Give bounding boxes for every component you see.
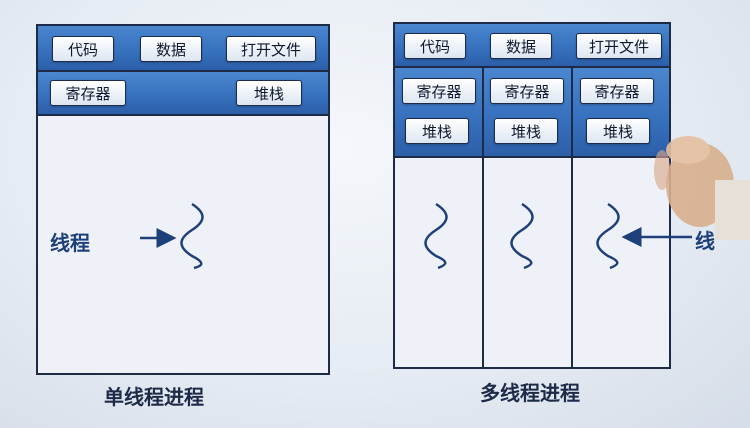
single-thread-label: 线程 xyxy=(50,231,90,255)
single-band-bottom xyxy=(38,114,328,116)
multi-col1-stack-box: 堆栈 xyxy=(405,118,469,144)
multi-caption: 多线程进程 xyxy=(480,381,580,405)
single-caption: 单线程进程 xyxy=(104,385,204,409)
single-stack-box: 堆栈 xyxy=(236,80,302,106)
multi-column-divider-2 xyxy=(571,68,573,367)
single-band-divider xyxy=(38,70,328,72)
single-open-files-box: 打开文件 xyxy=(226,36,316,62)
single-registers-box: 寄存器 xyxy=(50,80,126,106)
multi-column-divider-1 xyxy=(482,68,484,367)
multi-col3-stack-box: 堆栈 xyxy=(586,118,650,144)
multi-data-box: 数据 xyxy=(490,33,552,59)
single-data-box: 数据 xyxy=(140,36,202,62)
multi-band-bottom xyxy=(395,156,669,158)
multi-thread-squiggle-2 xyxy=(510,202,534,270)
multi-col1-registers-box: 寄存器 xyxy=(402,78,476,104)
multi-thread-squiggle-1 xyxy=(424,202,448,270)
multi-code-box: 代码 xyxy=(404,33,466,59)
presenter-hand xyxy=(654,136,750,240)
single-code-box: 代码 xyxy=(52,36,114,62)
multi-thread-label-partial: 线 xyxy=(695,229,715,253)
multi-open-files-box: 打开文件 xyxy=(576,33,662,59)
multi-band-divider xyxy=(395,66,669,68)
single-thread-squiggle xyxy=(180,202,204,270)
multi-thread-squiggle-3 xyxy=(596,202,620,270)
multi-col2-registers-box: 寄存器 xyxy=(490,78,564,104)
multi-col3-registers-box: 寄存器 xyxy=(580,78,654,104)
multi-col2-stack-box: 堆栈 xyxy=(494,118,558,144)
